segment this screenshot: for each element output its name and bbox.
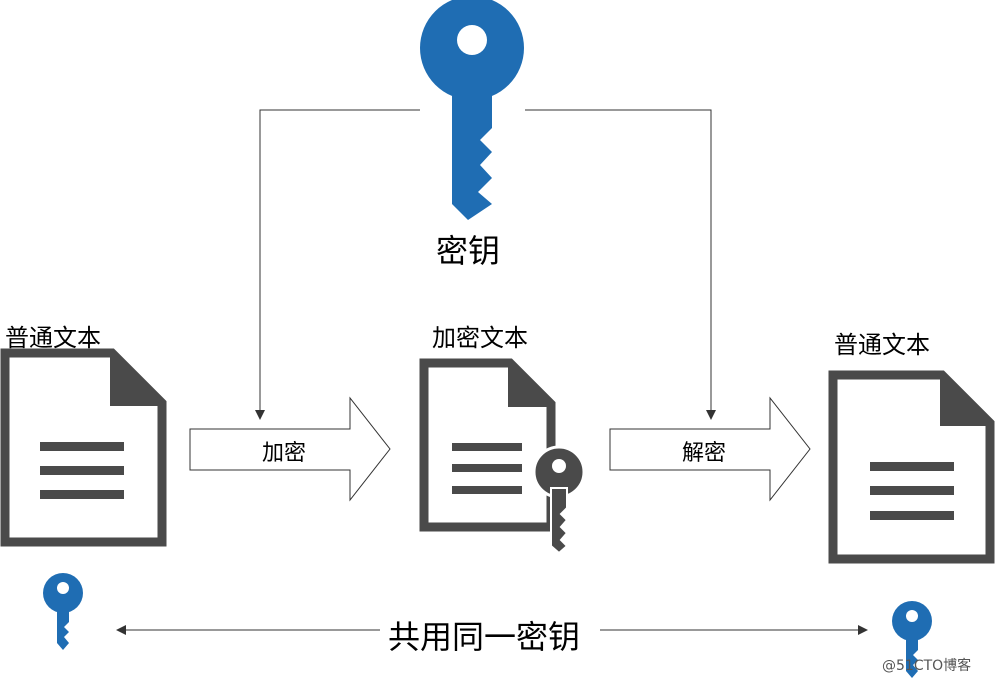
key-to-decrypt-line xyxy=(525,109,716,420)
shared-key-label: 共用同一密钥 xyxy=(386,612,583,658)
ciphertext-doc-icon xyxy=(419,358,556,532)
plaintext-left-label: 普通文本 xyxy=(5,324,101,352)
ciphertext-label: 加密文本 xyxy=(432,324,528,352)
key-label: 密钥 xyxy=(436,232,501,270)
ciphertext-key-icon xyxy=(532,445,586,555)
decrypt-arrow xyxy=(609,396,811,502)
decrypt-label: 解密 xyxy=(682,441,727,466)
plaintext-right-label: 普通文本 xyxy=(834,331,930,359)
shared-key-right-icon xyxy=(892,601,932,678)
encrypt-arrow xyxy=(189,396,391,502)
encrypt-label: 加密 xyxy=(262,441,307,466)
watermark: @51CTO博客 xyxy=(882,658,972,674)
key-to-encrypt-line xyxy=(255,109,420,420)
plaintext-right-doc-icon xyxy=(828,370,995,564)
plaintext-left-doc-icon xyxy=(0,348,167,547)
key-icon xyxy=(420,0,524,220)
shared-key-left-icon xyxy=(43,573,83,650)
